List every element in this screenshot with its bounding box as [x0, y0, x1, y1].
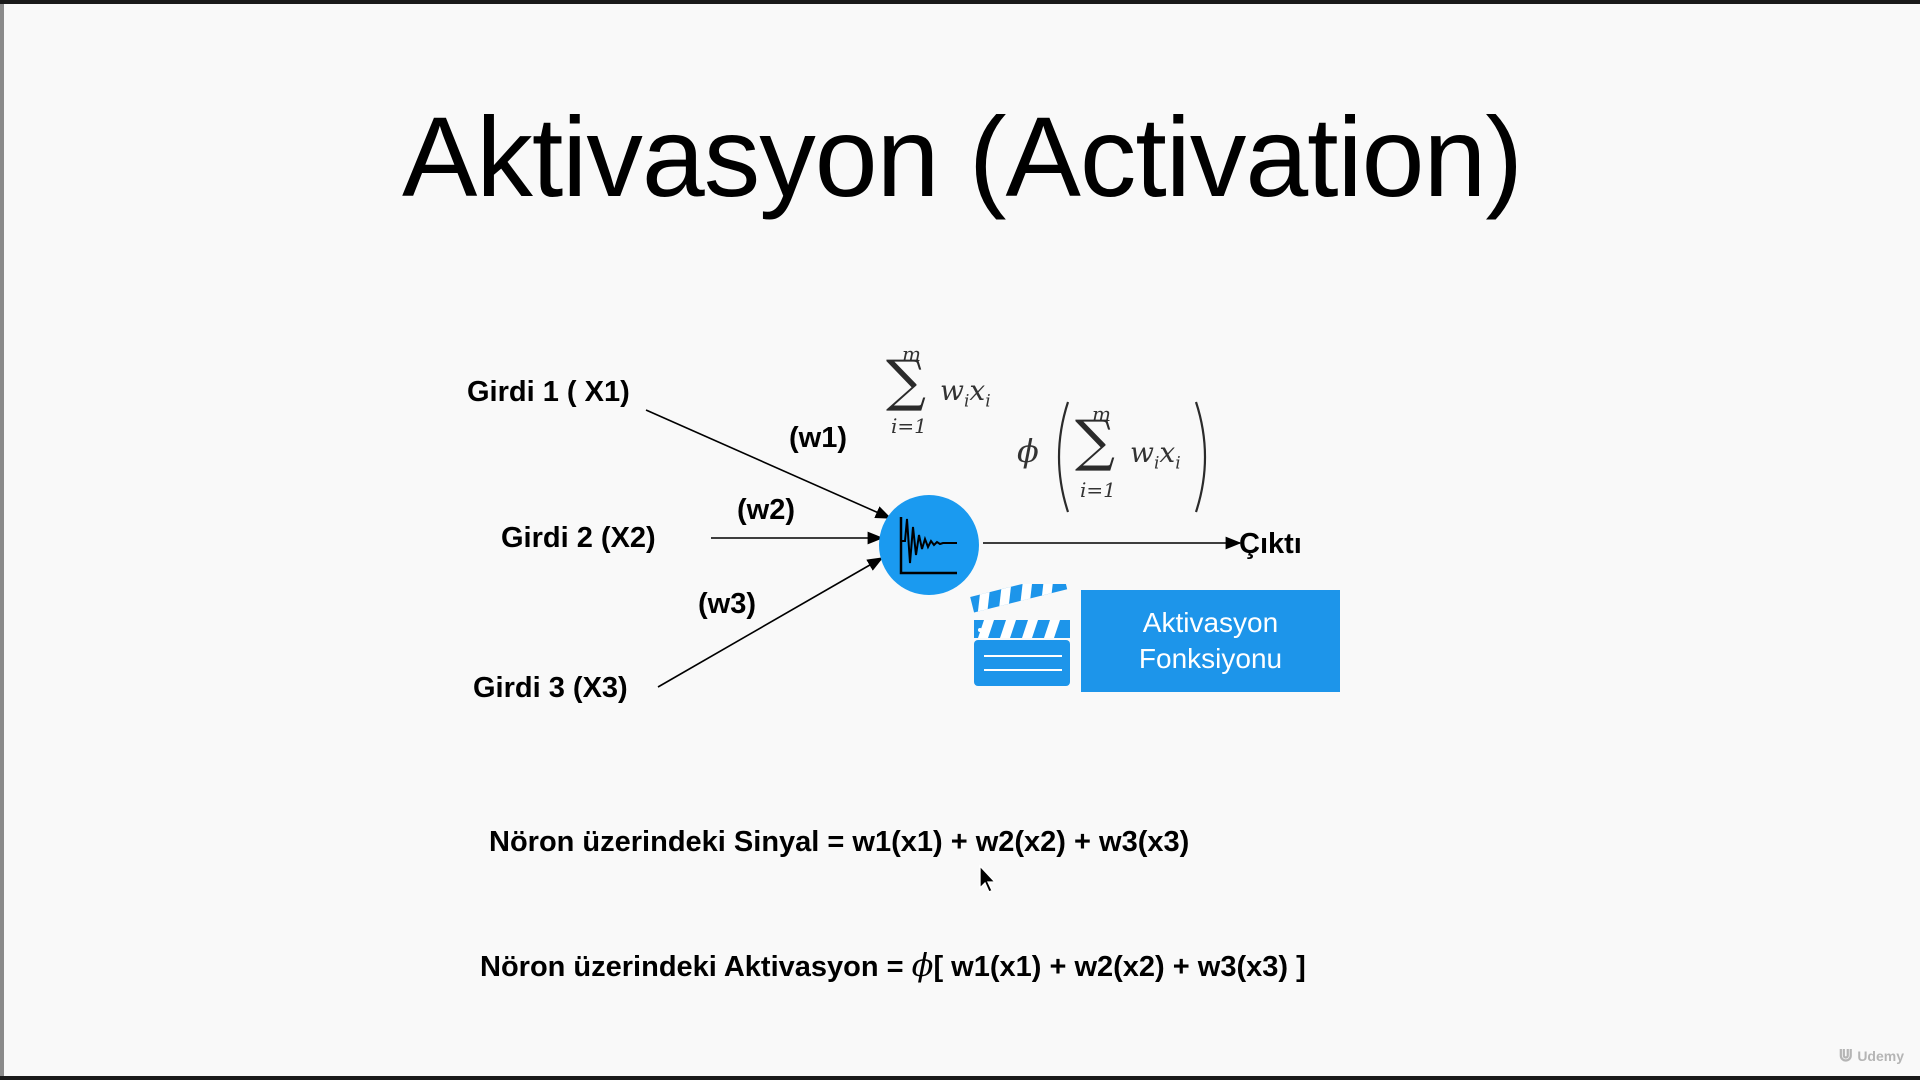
- activation-formula-body: [ w1(x1) + w2(x2) + w3(x3) ]: [933, 951, 1306, 983]
- slide-title: Aktivasyon (Activation): [402, 94, 1523, 220]
- activation-formula-phi: ϕ: [911, 946, 934, 984]
- phi-term-w: w: [1130, 436, 1154, 469]
- signal-formula: Nöron üzerindeki Sinyal = w1(x1) + w2(x2…: [489, 826, 1190, 858]
- watermark-text: Udemy: [1857, 1047, 1904, 1064]
- term-x-sub: i: [985, 391, 991, 412]
- clapperboard-icon: [970, 584, 1070, 686]
- term-x: x: [969, 374, 986, 407]
- input-label-1: Girdi 1 ( X1): [467, 376, 630, 408]
- phi-symbol: ϕ: [1017, 432, 1039, 470]
- mouse-pointer-icon: [979, 864, 997, 893]
- watermark: ⋓ Udemy: [1838, 1045, 1904, 1066]
- weight-label-1: (w1): [789, 422, 847, 454]
- phi-formula: ϕ m ∑ i=1 wixi: [1014, 400, 1224, 515]
- activation-function-box: Aktivasyon Fonksiyonu: [1081, 590, 1340, 692]
- slide: Aktivasyon (Activation) Girdi 1 ( X1) Gi…: [4, 4, 1920, 1076]
- phi-sum-term: wixi: [1130, 436, 1181, 474]
- udemy-logo-icon: ⋓: [1838, 1045, 1854, 1065]
- connection-input-1: [645, 409, 892, 519]
- output-label: Çıktı: [1239, 528, 1302, 560]
- term-w: w: [940, 374, 964, 407]
- phi-term-x: x: [1159, 436, 1176, 469]
- phi-term-w-sub: i: [1153, 453, 1160, 474]
- phi-sum-upper: m: [1092, 402, 1111, 426]
- activation-formula-prefix: Nöron üzerindeki Aktivasyon =: [480, 951, 904, 983]
- sum-symbol: ∑: [886, 349, 926, 414]
- sum-term: wixi: [940, 374, 991, 412]
- weight-label-3: (w3): [698, 588, 756, 620]
- sum-upper-limit: m: [902, 342, 921, 366]
- phi-sum-symbol: ∑: [1075, 409, 1115, 474]
- phi-sum-lower: i=1: [1080, 478, 1116, 502]
- neuron-node: [879, 495, 979, 595]
- term-w-sub: i: [963, 391, 970, 412]
- activation-formula: Nöron üzerindeki Aktivasyon = ϕ[ w1(x1) …: [480, 946, 1306, 984]
- phi-term-x-sub: i: [1175, 453, 1181, 474]
- input-label-2: Girdi 2 (X2): [501, 522, 656, 554]
- summation-formula: m ∑ i=1 wixi: [884, 342, 1014, 442]
- activation-box-line-2: Fonksiyonu: [1138, 643, 1283, 674]
- window-edge: [0, 4, 4, 1076]
- input-label-3: Girdi 3 (X3): [473, 672, 628, 704]
- left-paren: [1057, 401, 1070, 513]
- right-paren: [1194, 401, 1207, 513]
- connections: [645, 409, 1242, 688]
- connection-input-3: [657, 557, 884, 688]
- signal-graph-icon: [899, 517, 957, 575]
- weight-label-2: (w2): [737, 494, 795, 526]
- activation-box-line-1: Aktivasyon: [1142, 607, 1279, 638]
- sum-lower-limit: i=1: [891, 414, 927, 438]
